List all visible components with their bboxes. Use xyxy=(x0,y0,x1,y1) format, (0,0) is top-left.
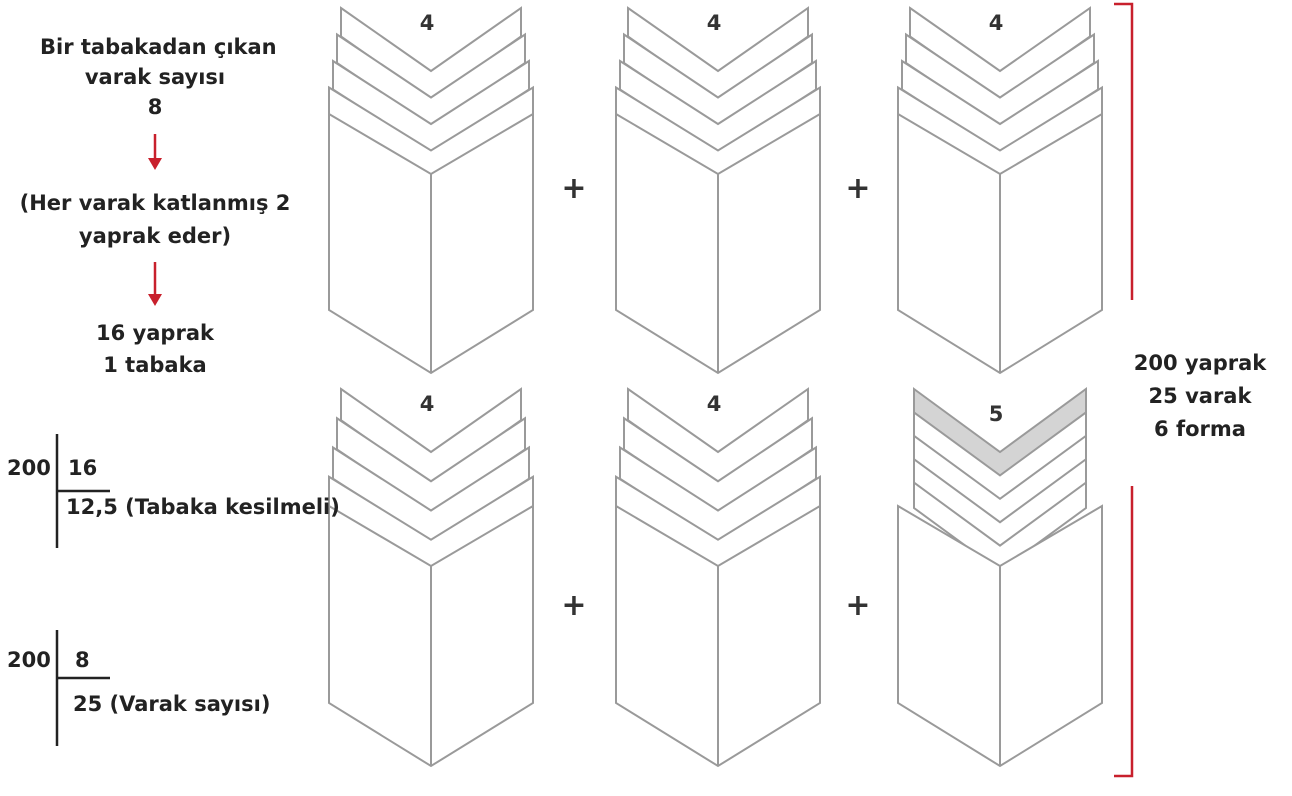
page-bundle: 4 xyxy=(898,8,1102,373)
summary-line-1: 200 yaprak xyxy=(1120,348,1280,378)
division-2-divisor: 8 xyxy=(75,646,90,674)
plus-operator: + xyxy=(561,171,586,206)
division-1-result: 12,5 (Tabaka kesilmeli) xyxy=(66,493,340,521)
page-bundle: 4 xyxy=(616,8,820,373)
bundle-count: 4 xyxy=(707,392,722,416)
bundle-count: 4 xyxy=(707,11,722,35)
intro-value: 8 xyxy=(40,92,270,122)
division-1-divisor: 16 xyxy=(68,454,97,482)
division-2-result: 25 (Varak sayısı) xyxy=(73,690,270,718)
bundle-count: 5 xyxy=(989,402,1004,426)
page-bundle: 4 xyxy=(329,8,533,373)
plus-operator: + xyxy=(845,588,870,623)
plus-operator: + xyxy=(561,588,586,623)
bundle-count: 4 xyxy=(989,11,1004,35)
page-bundle: 4 xyxy=(329,389,533,766)
division-2-dividend: 200 xyxy=(7,646,51,674)
bundle-count: 4 xyxy=(420,392,435,416)
arrow-head xyxy=(148,294,162,306)
page-bundle: 5 xyxy=(898,389,1102,766)
summary-line-3: 6 forma xyxy=(1120,414,1280,444)
down-arrow-icon xyxy=(148,262,162,306)
down-arrow-icon xyxy=(148,134,162,170)
note-line-2: yaprak eder) xyxy=(0,221,310,251)
note-line-1: (Her varak katlanmış 2 xyxy=(0,188,310,218)
arrow-head xyxy=(148,158,162,170)
bracket-top xyxy=(1114,4,1132,300)
intro-line-1: Bir tabakadan çıkan xyxy=(40,32,270,62)
bundle-count: 4 xyxy=(420,11,435,35)
division-1-dividend: 200 xyxy=(7,454,51,482)
summary-line-2: 25 varak xyxy=(1120,381,1280,411)
plus-operator: + xyxy=(845,171,870,206)
page-bundle: 4 xyxy=(616,389,820,766)
result-line-2: 1 tabaka xyxy=(40,350,270,380)
result-line-1: 16 yaprak xyxy=(40,318,270,348)
bracket-bottom xyxy=(1114,486,1132,776)
intro-line-2: varak sayısı xyxy=(40,62,270,92)
